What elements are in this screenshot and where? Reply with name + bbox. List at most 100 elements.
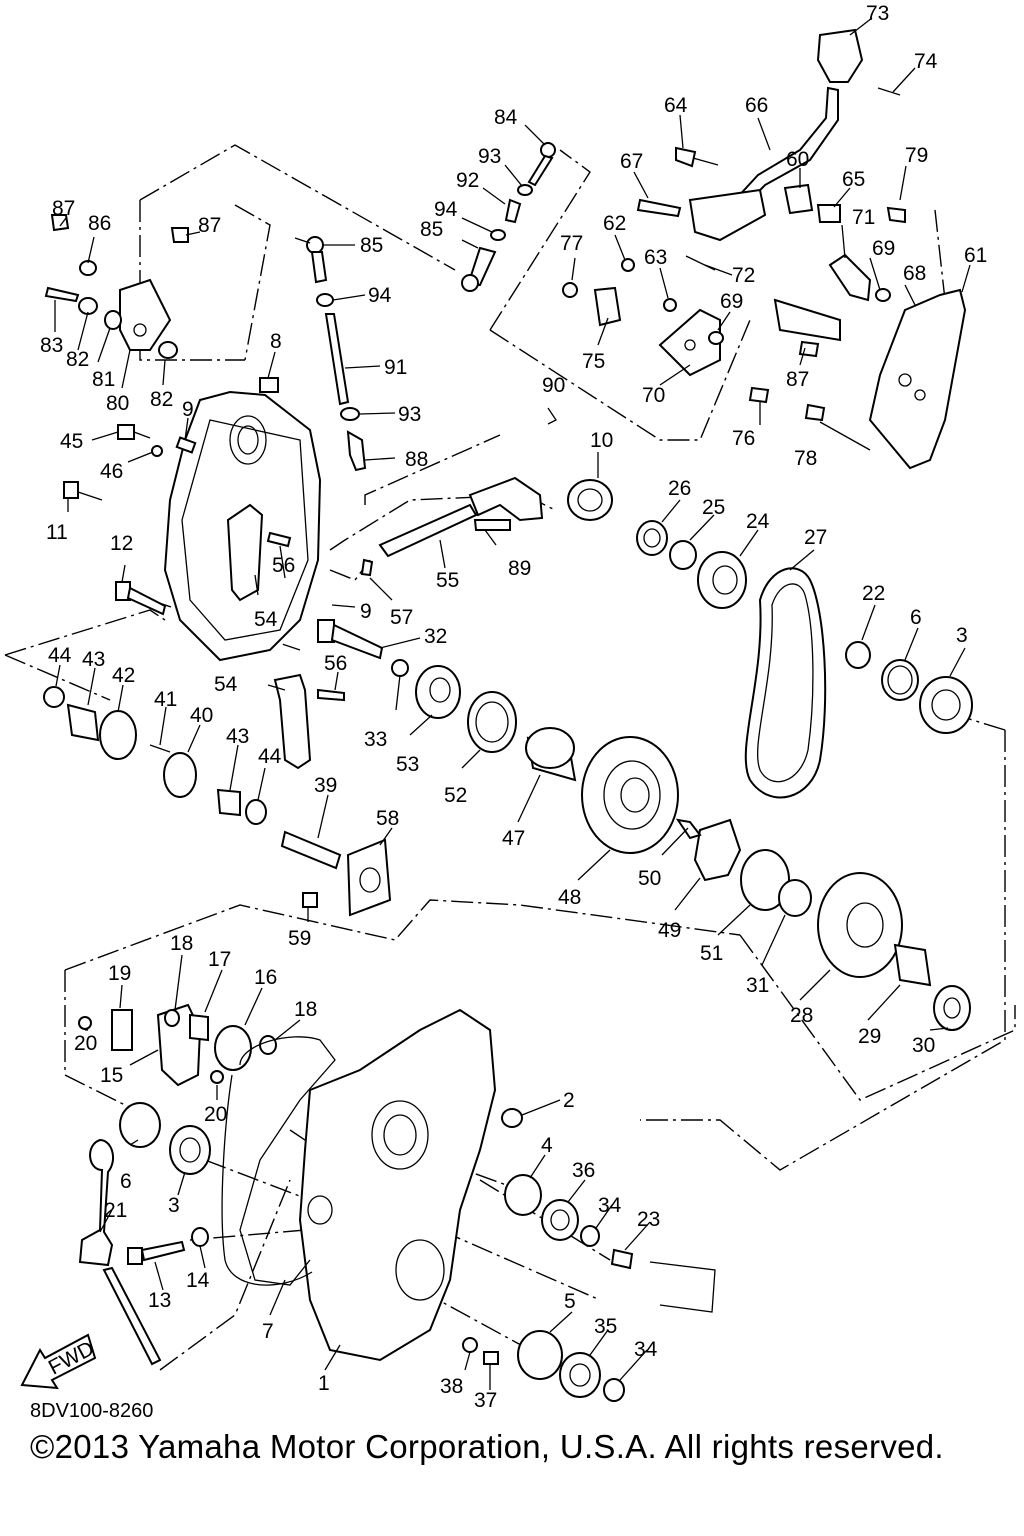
drawing-code: 8DV100-8260 <box>30 1400 154 1422</box>
part-22-6-3-bearing <box>845 641 973 734</box>
callout-13: 13 <box>148 1289 171 1312</box>
part-1-crankcase <box>221 1008 497 1362</box>
callout-3: 3 <box>956 624 968 647</box>
callout-49: 49 <box>658 919 681 942</box>
callout-18-b: 18 <box>294 998 317 1021</box>
callout-63: 63 <box>644 246 667 269</box>
callout-91: 91 <box>384 356 407 379</box>
callout-59: 59 <box>288 927 311 950</box>
callout-20-b: 20 <box>204 1103 227 1126</box>
callout-36: 36 <box>572 1159 595 1182</box>
callout-6-b: 6 <box>120 1170 132 1193</box>
callout-90: 90 <box>542 374 565 397</box>
callout-55: 55 <box>436 569 459 592</box>
callout-87-b: 87 <box>198 214 221 237</box>
callout-87-c: 87 <box>786 368 809 391</box>
callout-54-b: 54 <box>214 673 238 696</box>
callout-12: 12 <box>110 532 133 555</box>
part-45-46-bolt <box>117 424 197 457</box>
part-54-56-shift-link <box>226 503 345 770</box>
part-39-40-41-42-43-44-idler <box>43 686 392 917</box>
callout-14: 14 <box>186 1269 210 1292</box>
callout-18: 18 <box>170 932 193 955</box>
callout-83: 83 <box>40 334 63 357</box>
callout-72: 72 <box>732 264 755 287</box>
callout-17: 17 <box>208 948 231 971</box>
callout-32: 32 <box>424 625 447 648</box>
callout-15: 15 <box>100 1064 123 1087</box>
callout-20: 20 <box>74 1032 97 1055</box>
part-10-90-bearing <box>547 407 613 521</box>
callout-33: 33 <box>364 728 387 751</box>
callout-41: 41 <box>154 688 177 711</box>
callout-22: 22 <box>862 582 885 605</box>
callout-82-b: 82 <box>150 388 173 411</box>
callout-43-b: 43 <box>226 725 249 748</box>
callout-94-b: 94 <box>368 284 392 307</box>
callout-92: 92 <box>456 169 479 192</box>
callout-73: 73 <box>866 2 889 25</box>
callout-43: 43 <box>82 648 105 671</box>
callout-56: 56 <box>272 554 295 577</box>
callout-50: 50 <box>638 867 661 890</box>
callout-39: 39 <box>314 774 337 797</box>
callout-8: 8 <box>270 330 282 353</box>
callout-16: 16 <box>254 966 277 989</box>
callout-3-b: 3 <box>168 1194 180 1217</box>
part-11-12-bolts <box>63 481 167 616</box>
callout-67: 67 <box>620 150 643 173</box>
callout-80: 80 <box>106 392 129 415</box>
callout-85: 85 <box>420 218 443 241</box>
callout-44-b: 44 <box>258 745 282 768</box>
callout-70: 70 <box>642 384 665 407</box>
part-6-3-21-13-14-lower-left <box>78 1102 211 1366</box>
callout-48: 48 <box>558 886 581 909</box>
callout-58: 58 <box>376 807 399 830</box>
callout-23: 23 <box>637 1208 660 1231</box>
callout-64: 64 <box>664 94 688 117</box>
part-80-81-82-lever <box>44 214 189 359</box>
callout-19: 19 <box>108 962 131 985</box>
callout-34: 34 <box>598 1194 622 1217</box>
part-2-4-5-34-35-36-23-37-38-seals <box>462 1108 716 1402</box>
copyright-notice: ©2013 Yamaha Motor Corporation, U.S.A. A… <box>30 1428 944 1465</box>
callout-42: 42 <box>112 664 135 687</box>
callout-89: 89 <box>508 557 531 580</box>
part-48-49-50-51-clutch <box>581 736 812 917</box>
callout-7: 7 <box>262 1320 274 1343</box>
callout-24: 24 <box>746 510 770 533</box>
callout-46: 46 <box>100 460 123 483</box>
callout-37: 37 <box>474 1389 497 1412</box>
callout-9: 9 <box>182 398 194 421</box>
callout-21: 21 <box>104 1199 127 1222</box>
callout-65: 65 <box>842 168 865 191</box>
leader-lines <box>54 17 971 1390</box>
part-73-74-66-shift-lever <box>675 28 901 242</box>
callout-44: 44 <box>48 644 72 667</box>
callout-93-b: 93 <box>398 403 421 426</box>
part-61-70-71-brackets <box>562 206 967 470</box>
callout-6: 6 <box>910 606 922 629</box>
part-27-chain <box>744 567 827 799</box>
part-53-52-47-spring-hub <box>415 665 577 782</box>
callout-77: 77 <box>560 232 583 255</box>
callout-57: 57 <box>390 606 413 629</box>
callout-11: 11 <box>46 521 68 544</box>
callout-81: 81 <box>92 368 115 391</box>
callout-86: 86 <box>88 212 111 235</box>
callout-52: 52 <box>444 784 467 807</box>
callout-69: 69 <box>872 237 895 260</box>
callout-27: 27 <box>804 526 827 549</box>
callout-79: 79 <box>905 144 928 167</box>
callout-labels: 73 74 84 64 66 93 67 60 65 79 92 87 86 9… <box>40 2 987 1412</box>
callout-51: 51 <box>700 942 723 965</box>
callout-38: 38 <box>440 1375 463 1398</box>
callout-31: 31 <box>746 974 769 997</box>
callout-47: 47 <box>502 827 525 850</box>
callout-1: 1 <box>318 1372 330 1395</box>
callout-76: 76 <box>732 427 755 450</box>
callout-28: 28 <box>790 1004 813 1027</box>
callout-5: 5 <box>564 1290 576 1313</box>
callout-94: 94 <box>434 198 458 221</box>
callout-9-b: 9 <box>360 600 372 623</box>
